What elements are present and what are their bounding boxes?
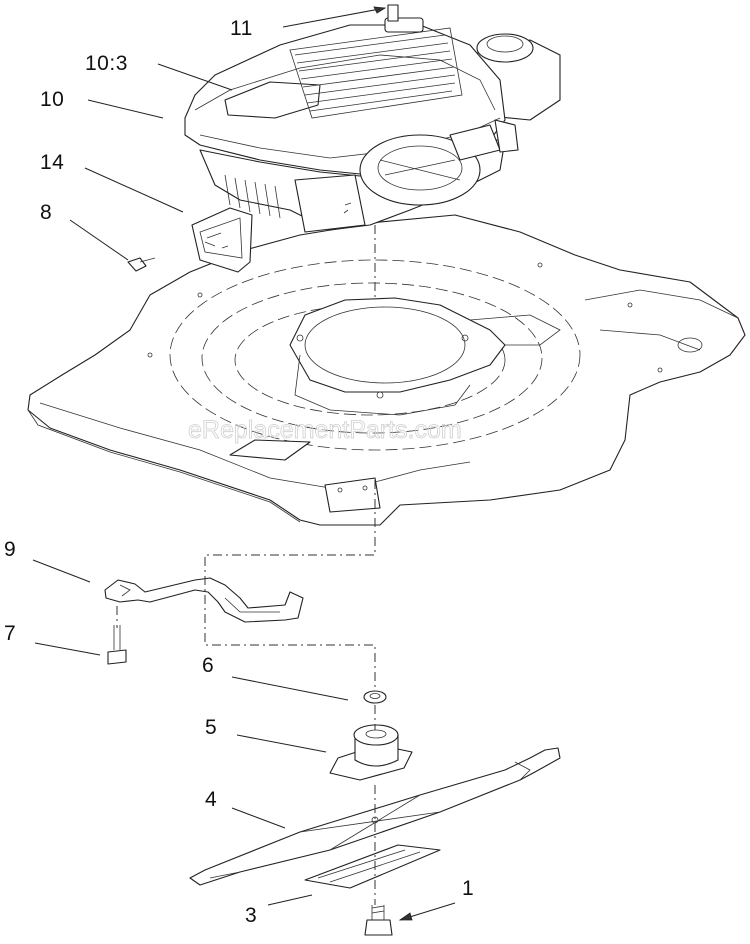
screw-8 [127, 257, 156, 272]
engine [184, 4, 561, 233]
leader-lines [32, 7, 456, 921]
callout-6: 6 [202, 654, 214, 677]
washer-6 [363, 690, 387, 704]
bolt-7 [107, 625, 127, 665]
callout-5: 5 [205, 716, 217, 739]
callout-8: 8 [40, 201, 52, 224]
blade-adapter-5 [329, 724, 413, 781]
callout-10: 10 [40, 88, 64, 111]
leader-arrowheads [373, 6, 413, 921]
callout-1: 1 [462, 877, 474, 900]
callout-3: 3 [245, 904, 257, 927]
blade-4 [189, 747, 561, 886]
centerlines [116, 225, 376, 905]
callout-4: 4 [205, 788, 217, 811]
heat-shield [191, 207, 253, 273]
callout-14: 14 [40, 151, 64, 174]
callout-11: 11 [230, 17, 253, 40]
blade-bolt-1 [364, 905, 393, 936]
callout-9: 9 [4, 538, 16, 561]
callout-labels: 11 10:3 10 14 8 9 7 6 5 4 3 1 [4, 17, 474, 927]
baffle-bracket [104, 577, 304, 623]
watermark: eReplacementParts.com [188, 416, 462, 444]
callout-10-3: 10:3 [85, 52, 128, 75]
mower-deck [27, 214, 746, 526]
callout-7: 7 [4, 622, 16, 645]
